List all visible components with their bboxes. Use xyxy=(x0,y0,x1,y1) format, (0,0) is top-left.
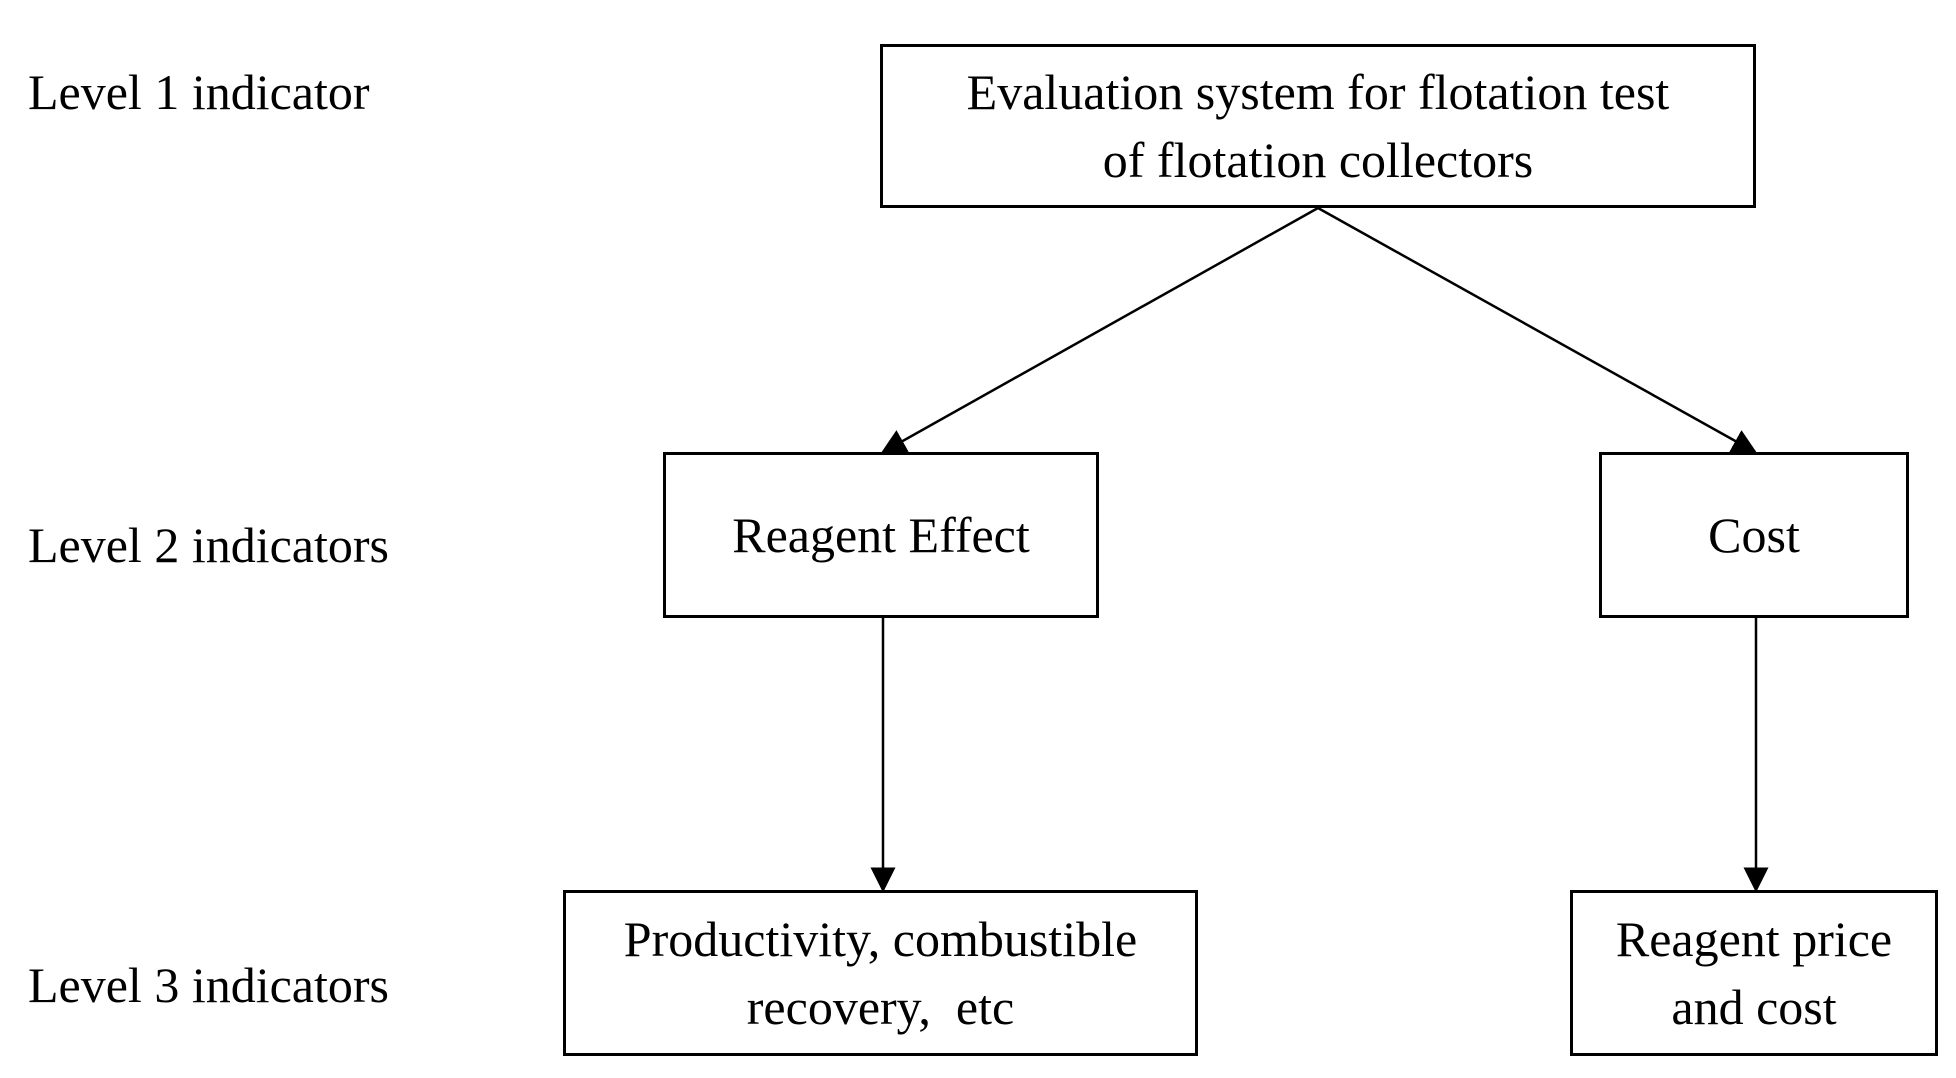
node-cost: Cost xyxy=(1599,452,1909,618)
node-productivity: Productivity, combustible recovery, etc xyxy=(563,890,1198,1056)
edge-root-to-cost xyxy=(1317,206,1758,454)
node-reagent-price-line2: and cost xyxy=(1671,979,1837,1035)
node-reagent-price-line1: Reagent price xyxy=(1615,911,1893,967)
node-reagent-effect-label: Reagent Effect xyxy=(732,507,1030,563)
node-reagent-price: Reagent price and cost xyxy=(1570,890,1938,1056)
level-2-label: Level 2 indicators xyxy=(28,517,389,573)
level-3-label: Level 3 indicators xyxy=(28,957,389,1013)
node-evaluation-system-line1: Evaluation system for flotation test xyxy=(966,64,1670,120)
level-1-label: Level 1 indicator xyxy=(28,64,370,120)
node-evaluation-system: Evaluation system for flotation test of … xyxy=(880,44,1756,208)
edge-root-to-reagent-effect xyxy=(880,206,1319,454)
node-reagent-effect: Reagent Effect xyxy=(663,452,1099,618)
node-cost-label: Cost xyxy=(1708,507,1800,563)
node-evaluation-system-line2: of flotation collectors xyxy=(1102,132,1534,188)
node-productivity-line2: recovery, etc xyxy=(746,979,1015,1035)
node-productivity-line1: Productivity, combustible xyxy=(623,911,1138,967)
